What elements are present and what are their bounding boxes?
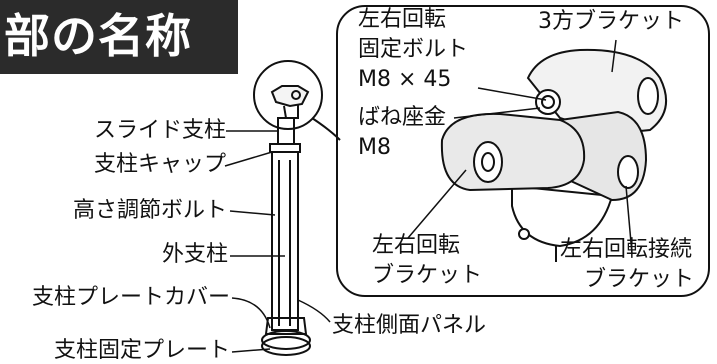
fixing-plate-label: 支柱固定プレート [53, 338, 230, 363]
three-way-bracket-label: 3方ブラケット [538, 9, 684, 34]
outer-post-label: 外支柱 [161, 242, 228, 267]
plate-cover-label: 支柱プレートカバー [31, 285, 230, 310]
lr-bracket-label-1: 左右回転 [372, 233, 461, 258]
bracket-detail [440, 48, 668, 262]
post-cap-shape [269, 143, 301, 153]
lr-bolt-label-2: 固定ボルト [358, 37, 469, 62]
post-cap-label: 支柱キャップ [93, 152, 226, 177]
left-leader-lines [224, 130, 331, 353]
slide-post-shape [277, 117, 295, 145]
lr-joint-label-2: ブラケット [584, 267, 695, 292]
washer-label-2: M8 [358, 135, 391, 160]
title-banner: 部の名称 [0, 0, 238, 74]
side-panel-label: 支柱側面パネル [332, 313, 487, 338]
height-bolt-label: 高さ調節ボルト [72, 198, 227, 223]
inset-frame [336, 5, 710, 297]
washer-label-1: ばね座金 [358, 105, 447, 130]
lr-joint-label-1: 左右回転接続 [560, 237, 693, 262]
lr-bracket-label-2: ブラケット [372, 263, 483, 288]
inset-leader-lines [407, 39, 633, 255]
detail-circle [253, 60, 323, 130]
inset-connector [311, 117, 341, 141]
post-assembly [253, 60, 323, 356]
fixing-plate-shape [261, 330, 311, 350]
slide-post-label: スライド支柱 [93, 118, 226, 143]
lr-bolt-label-1: 左右回転 [358, 7, 447, 32]
outer-post-shape [271, 151, 299, 331]
page-title: 部の名称 [4, 9, 192, 63]
lr-bolt-label-3: M8 × 45 [358, 67, 452, 92]
